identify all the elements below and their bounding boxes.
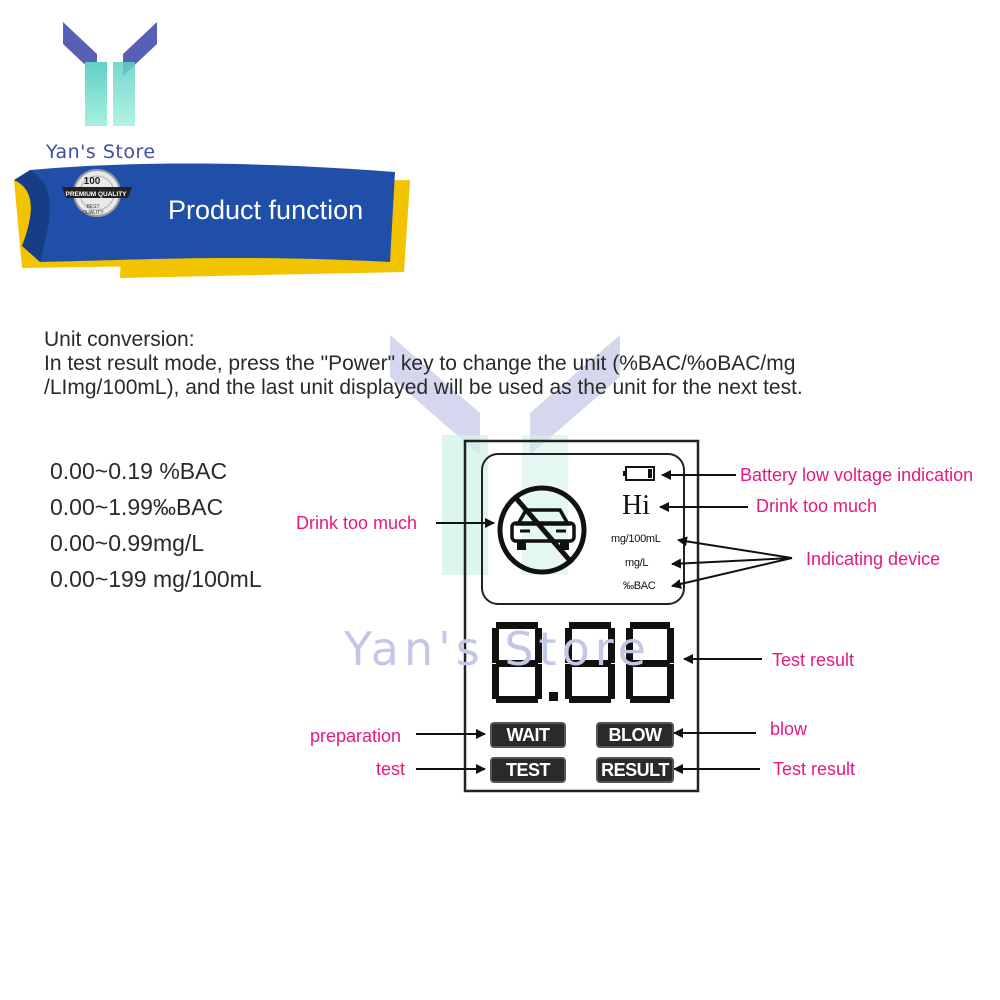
label-blow: blow xyxy=(770,719,808,739)
unit-conversion-description: Unit conversion: In test result mode, pr… xyxy=(44,328,803,400)
result-indicator: RESULT xyxy=(596,757,674,783)
blow-indicator: BLOW xyxy=(596,722,674,748)
store-name: Yan's Store xyxy=(46,141,156,163)
unit-mg-l: mg/L xyxy=(625,557,649,569)
label-preparation: preparation xyxy=(310,726,402,746)
label-test: test xyxy=(376,759,406,779)
callout-arrows xyxy=(416,470,793,774)
label-drink-too-much-left: Drink too much xyxy=(296,513,418,533)
wait-indicator: WAIT xyxy=(490,722,566,748)
seal-top-text: 100 xyxy=(83,176,101,187)
banner-title: Product function xyxy=(168,195,364,225)
label-battery-low: Battery low voltage indication xyxy=(740,465,974,485)
range-item: 0.00~0.99mg/L xyxy=(50,530,205,556)
quality-seal xyxy=(62,169,132,217)
test-indicator: TEST xyxy=(490,757,566,783)
unit-permille-bac: ‰BAC xyxy=(623,580,656,592)
hi-indicator: Hi xyxy=(622,490,650,521)
description-line-2: /LImg/100mL), and the last unit displaye… xyxy=(44,376,803,399)
watermark-logo xyxy=(390,335,620,575)
store-logo xyxy=(63,22,157,126)
range-item: 0.00~0.19 %BAC xyxy=(50,458,228,484)
seven-segment-digits xyxy=(492,622,674,703)
label-test-result-bottom: Test result xyxy=(773,759,856,779)
description-heading: Unit conversion: xyxy=(44,328,195,351)
seal-ribbon-text: PREMIUM QUALITY xyxy=(65,191,127,198)
label-drink-too-much-right: Drink too much xyxy=(756,496,878,516)
watermark-text: Yan's Store xyxy=(344,622,651,676)
range-item: 0.00~199 mg/100mL xyxy=(50,566,262,592)
no-drink-driving-icon xyxy=(497,485,587,575)
battery-icon xyxy=(623,466,655,481)
description-line-1: In test result mode, press the "Power" k… xyxy=(44,352,796,375)
label-indicating-device: Indicating device xyxy=(806,549,941,569)
measurement-ranges: 0.00~0.19 %BAC 0.00~1.99‰BAC 0.00~0.99mg… xyxy=(50,453,262,597)
range-item: 0.00~1.99‰BAC xyxy=(50,494,224,520)
seal-bottom-text: BEST QUALITY xyxy=(82,204,104,216)
unit-mg-100ml: mg/100mL xyxy=(611,533,661,545)
label-test-result-top: Test result xyxy=(772,650,855,670)
